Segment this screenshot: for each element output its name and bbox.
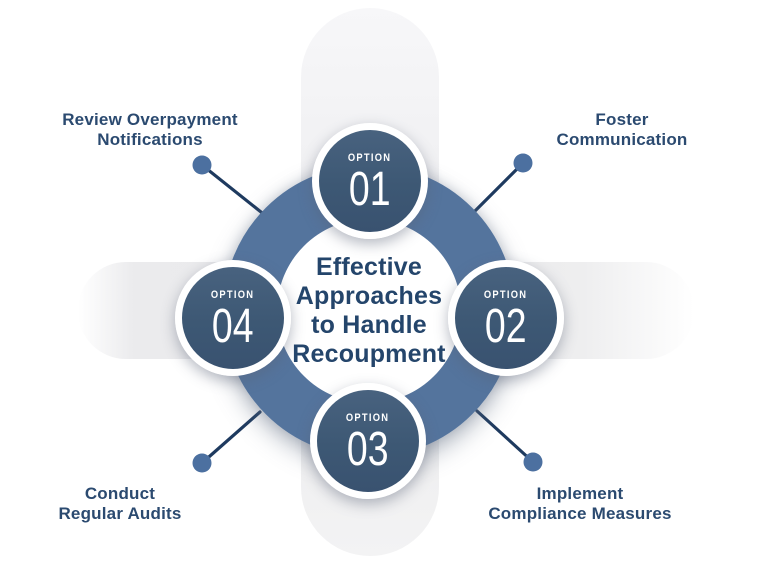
option-number-01: 01 xyxy=(349,163,391,216)
connector-line-bottom-left xyxy=(200,410,262,465)
callout-top-left-line-2: Notifications xyxy=(97,130,203,149)
connector-line-top-right xyxy=(470,161,525,216)
connector-dot-bottom-left xyxy=(192,453,212,473)
callout-top-left: Review Overpayment Notifications xyxy=(40,110,260,150)
center-title-line-2: Approaches xyxy=(295,282,443,310)
connector-line-bottom-right xyxy=(475,409,535,464)
connector-line-top-left xyxy=(200,163,268,218)
option-tag-01: OPTION xyxy=(348,152,392,164)
option-circle-04: OPTION 04 xyxy=(175,260,291,376)
option-tag-02: OPTION xyxy=(484,289,528,301)
connector-dot-top-right xyxy=(513,153,533,173)
option-tag-03: OPTION xyxy=(346,412,390,424)
callout-bottom-left-line-2: Regular Audits xyxy=(58,504,182,523)
center-title-line-3: to Handle xyxy=(311,311,427,339)
callout-top-left-line-1: Review Overpayment xyxy=(62,110,238,129)
option-number-04: 04 xyxy=(212,300,254,353)
center-title-line-4: Recoupment xyxy=(292,340,446,368)
option-tag-04: OPTION xyxy=(211,289,255,301)
center-title-line-1: Effective xyxy=(315,253,422,281)
callout-top-right-line-2: Communication xyxy=(556,130,688,149)
callout-bottom-right-line-2: Compliance Measures xyxy=(488,504,672,523)
option-circle-03: OPTION 03 xyxy=(310,383,426,499)
option-circle-02: OPTION 02 xyxy=(448,260,564,376)
connector-dot-top-left xyxy=(192,155,212,175)
callout-bottom-right: Implement Compliance Measures xyxy=(460,484,700,524)
callout-bottom-left-line-1: Conduct xyxy=(84,484,156,503)
option-circle-01: OPTION 01 xyxy=(312,123,428,239)
callout-bottom-left: Conduct Regular Audits xyxy=(20,484,220,524)
option-number-03: 03 xyxy=(347,423,389,476)
callout-top-right-line-1: Foster xyxy=(595,110,649,129)
center-title: Effective Approaches to Handle Recoupmen… xyxy=(249,253,489,369)
callout-bottom-right-line-1: Implement xyxy=(536,484,624,503)
connector-dot-bottom-right xyxy=(523,452,543,472)
center-disc xyxy=(277,219,461,403)
callout-top-right: Foster Communication xyxy=(532,110,712,150)
option-number-02: 02 xyxy=(485,300,527,353)
